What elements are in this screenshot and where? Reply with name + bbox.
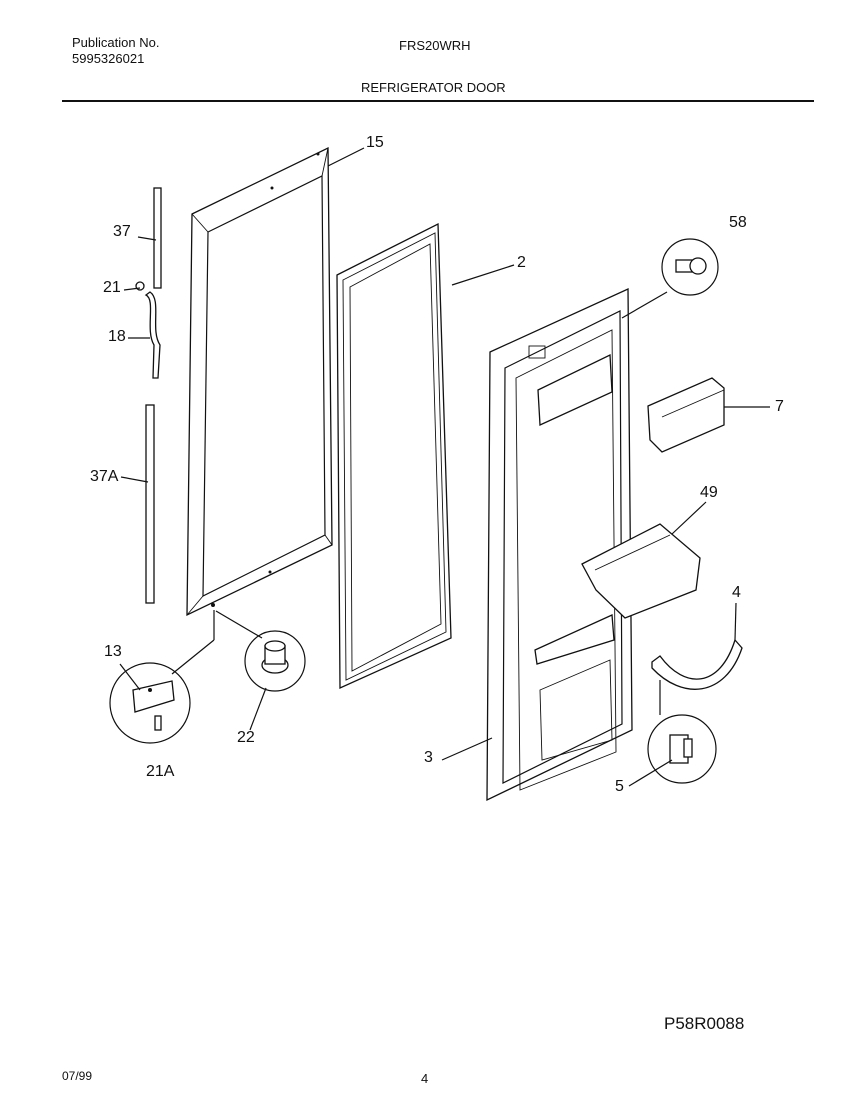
screw-part-58 [661, 238, 719, 296]
callout-49: 49 [700, 484, 718, 501]
callout-18: 18 [108, 328, 126, 345]
publication-label: Publication No. [72, 35, 160, 50]
callout-3: 3 [424, 749, 433, 766]
screw-part-21a [154, 715, 162, 731]
callout-21: 21 [103, 279, 121, 296]
callout-15: 15 [366, 134, 384, 151]
section-title: REFRIGERATOR DOOR [361, 80, 506, 95]
hinge-bar-part-37a [145, 404, 155, 604]
callout-4: 4 [732, 584, 741, 601]
callout-37: 37 [113, 223, 131, 240]
clip-part-5 [647, 714, 717, 784]
header-rule [62, 100, 814, 102]
callout-37a: 37A [90, 468, 119, 485]
callout-5: 5 [615, 778, 624, 795]
callout-13: 13 [104, 643, 122, 660]
hinge-bar-part-37 [153, 187, 162, 289]
handle-part-18 [144, 291, 161, 379]
shelf-bar-part-4 [651, 638, 743, 690]
model-number: FRS20WRH [399, 38, 471, 53]
dairy-door-part-7 [647, 377, 725, 453]
door-shelf-part-49 [581, 523, 701, 619]
inner-door-liner-part-3 [486, 287, 633, 802]
callout-7: 7 [775, 398, 784, 415]
callout-21a: 21A [146, 763, 175, 780]
page-number: 4 [421, 1071, 429, 1086]
revision-date: 07/99 [62, 1069, 93, 1083]
callout-2: 2 [517, 254, 526, 271]
leader-lines [119, 147, 770, 787]
callout-22: 22 [237, 729, 255, 746]
door-frame-part-15 [186, 146, 333, 617]
hinge-bracket-part-13 [109, 662, 191, 744]
callout-58: 58 [729, 214, 747, 231]
drawing-code: P58R0088 [664, 1014, 745, 1033]
door-gasket-part-2 [336, 222, 452, 690]
publication-number: 5995326021 [72, 51, 145, 66]
door-stop-part-22 [244, 630, 306, 692]
